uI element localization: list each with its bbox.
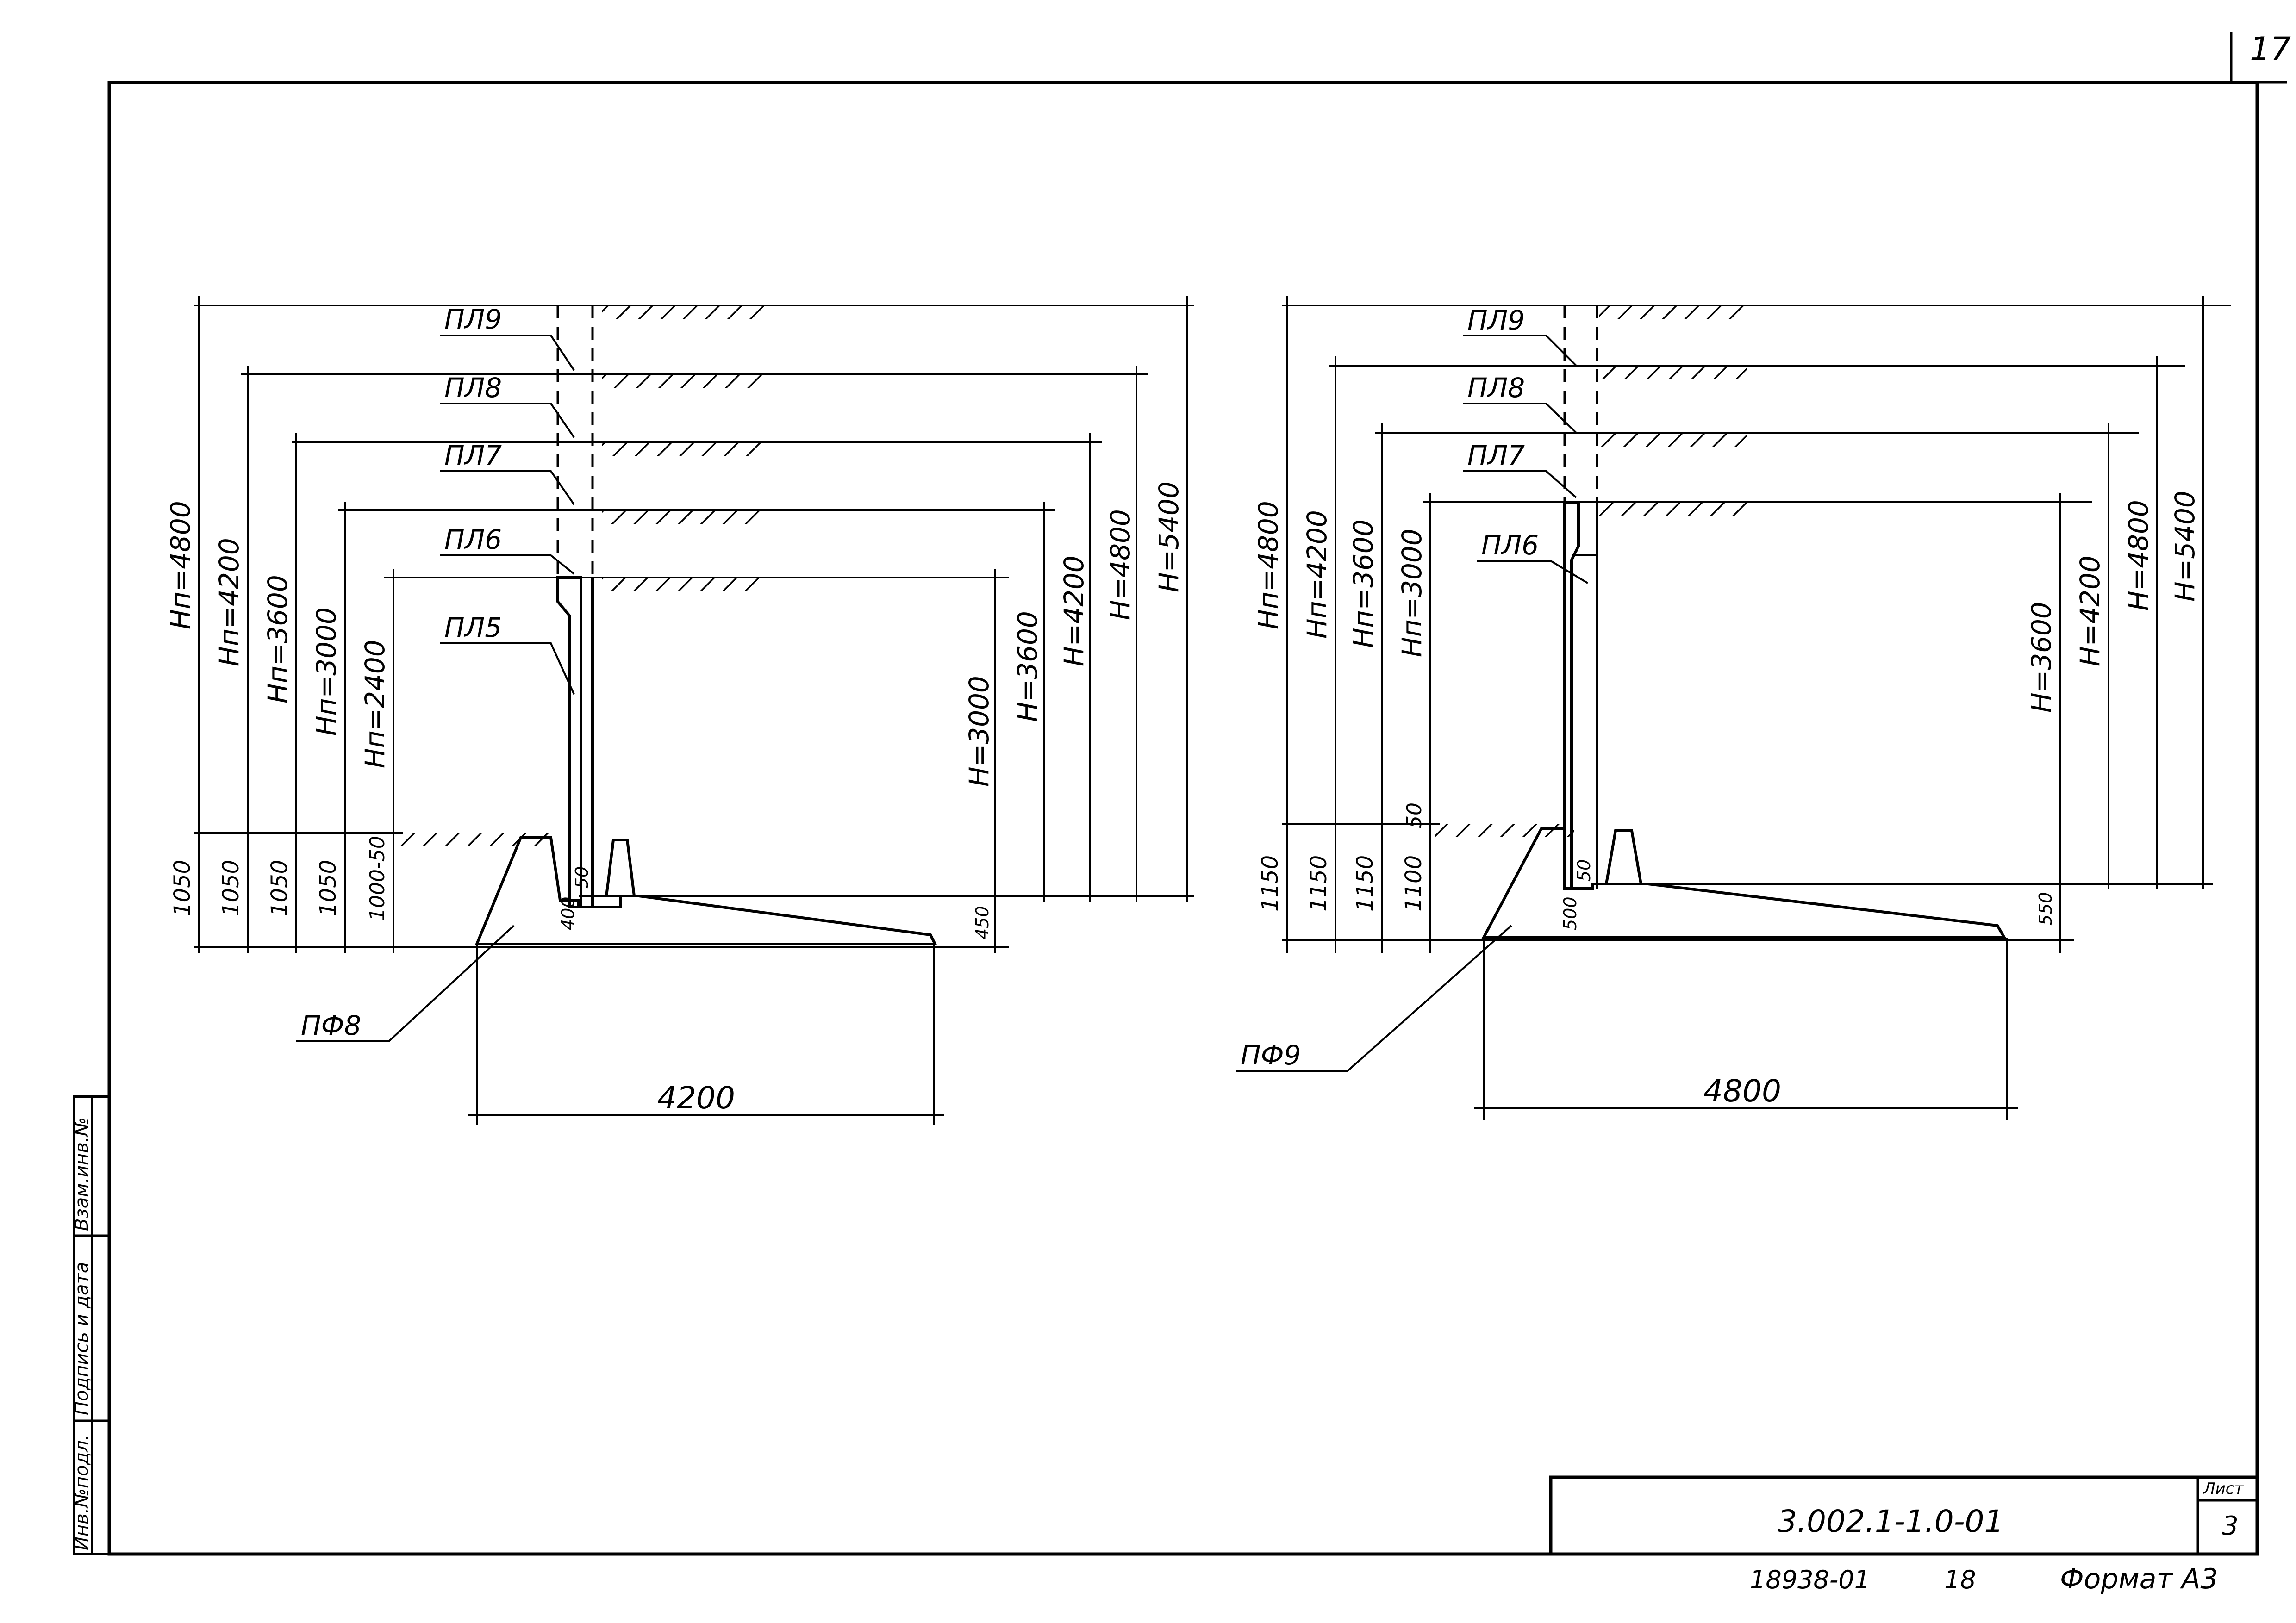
base-dim-right-5: 50 (1403, 802, 1426, 828)
panel-label-pl8-left: ПЛ8 (444, 372, 502, 404)
panel-label-pl6-left: ПЛ6 (444, 524, 502, 555)
stamp-inventory-label: Инв.№подл. (71, 1434, 93, 1550)
sheet-number: 3 (2222, 1511, 2239, 1541)
title-block (1549, 1475, 2259, 1556)
h-dim-3600-left: H=3600 (1012, 611, 1043, 722)
panel-label-pl7-right: ПЛ7 (1467, 440, 1525, 471)
side-stamp (73, 1095, 111, 1555)
h-dim-3000-left: H=3000 (963, 676, 995, 787)
corner-number: 17 (2250, 30, 2291, 68)
hp-dim-2400-left: Hп=2400 (359, 640, 391, 768)
h-dim-5400-right: H=5400 (2169, 491, 2201, 602)
sheet-label: Лист (2202, 1480, 2244, 1498)
sheet-frame (107, 32, 2287, 1556)
panel-label-pl6-right: ПЛ6 (1481, 529, 1539, 561)
h-dim-5400-left: H=5400 (1153, 481, 1185, 592)
small-dim-50-left: 50 (572, 866, 592, 889)
hp-dim-4200-left: Hп=4200 (213, 538, 245, 666)
h-dim-4200-right: H=4200 (2074, 555, 2106, 666)
base-dim-left-1: 1050 (169, 860, 195, 916)
panel-label-pl9-left: ПЛ9 (444, 304, 502, 335)
base-dim-right-1: 1150 (1257, 855, 1283, 912)
width-dimension-left: 4200 (657, 1080, 735, 1116)
panel-label-pl8-right: ПЛ8 (1467, 372, 1525, 404)
designation: 3.002.1-1.0-01 (1778, 1504, 2004, 1539)
small-dim-450-left: 450 (972, 906, 992, 939)
base-dim-right-3: 1150 (1352, 855, 1378, 912)
stamp-replace-label: Взам.инв.№ (71, 1117, 93, 1231)
hp-dim-4800-right: Hп=4800 (1253, 501, 1284, 629)
left-drawing (194, 296, 1194, 1125)
width-dimension-right: 4800 (1703, 1073, 1781, 1109)
small-dim-550-right: 550 (2035, 892, 2056, 926)
footing-label-pf8: ПФ8 (301, 1010, 361, 1041)
footing-label-pf9: ПФ9 (1241, 1039, 1301, 1071)
base-dim-left-2: 1050 (218, 860, 244, 916)
right-drawing (1236, 296, 2231, 1120)
hp-dim-3000-right: Hп=3000 (1396, 529, 1428, 657)
h-dim-4800-left: H=4800 (1104, 509, 1136, 620)
base-dim-left-4: 1050 (315, 860, 341, 916)
hp-dim-4800-left: Hп=4800 (165, 501, 196, 629)
copy-number: 18 (1944, 1565, 1976, 1594)
base-dim-right-2: 1150 (1306, 855, 1332, 912)
h-dim-4200-left: H=4200 (1058, 555, 1090, 666)
inventory-number: 18938-01 (1750, 1565, 1870, 1594)
small-dim-50-right: 50 (1574, 859, 1594, 882)
panel-label-pl7-left: ПЛ7 (444, 440, 502, 471)
h-dim-4800-right: H=4800 (2123, 500, 2154, 611)
format-label: Формат А3 (2060, 1563, 2218, 1595)
hp-dim-4200-right: Hп=4200 (1301, 510, 1333, 639)
hp-dim-3000-left: Hп=3000 (311, 607, 342, 736)
panel-label-pl9-right: ПЛ9 (1467, 305, 1525, 336)
base-dim-left-3: 1050 (267, 860, 293, 916)
hp-dim-3600-right: Hп=3600 (1348, 519, 1379, 648)
small-dim-400-left: 400 (558, 896, 578, 930)
base-dim-left-5: 1000-50 (366, 836, 389, 921)
h-dim-3600-right: H=3600 (2026, 602, 2057, 713)
panel-label-pl5-left: ПЛ5 (444, 612, 502, 643)
stamp-signature-label: Подпись и дата (71, 1262, 93, 1415)
base-dim-right-4: 1100 (1401, 855, 1427, 912)
small-dim-500-right: 500 (1560, 896, 1580, 930)
hp-dim-3600-left: Hп=3600 (262, 575, 293, 703)
